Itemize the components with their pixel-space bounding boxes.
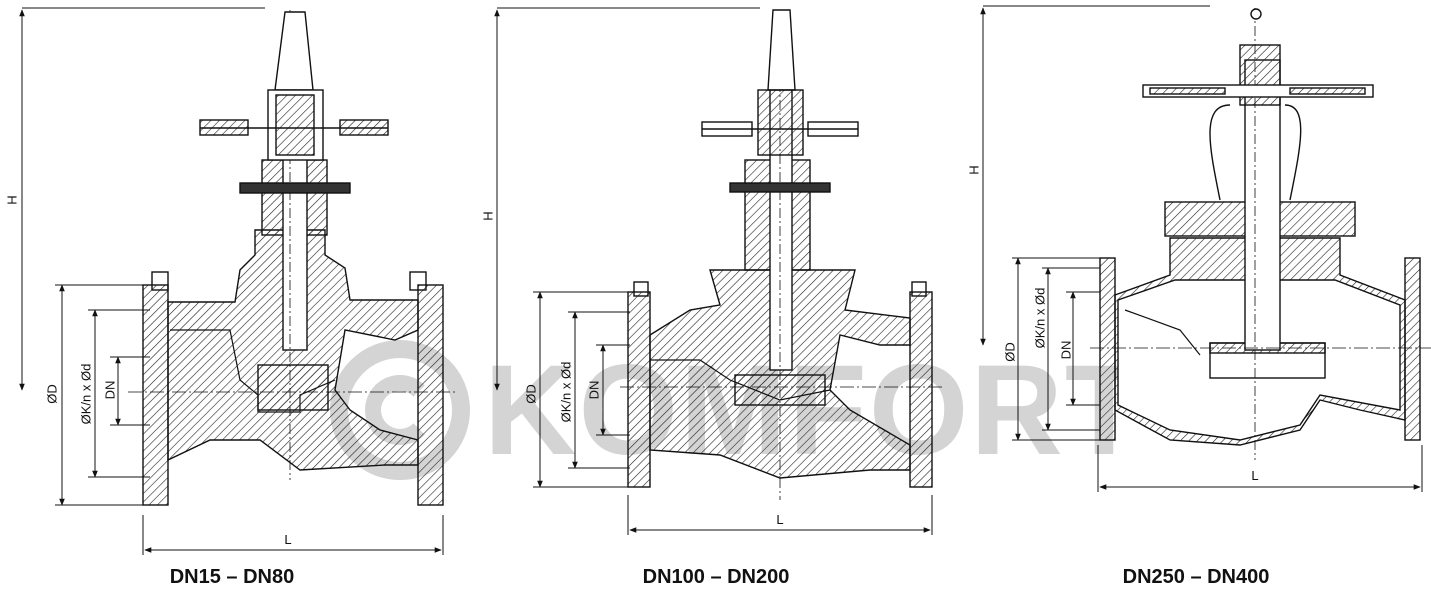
label-bolt-circle-v3: ØK/n x Ød (1032, 287, 1048, 349)
label-bolt-circle-v2: ØK/n x Ød (558, 361, 574, 423)
label-outer-diameter-v2: ØD (523, 384, 539, 404)
label-length-v1: L (284, 532, 292, 547)
valve-drawing-dn15-dn80 (19, 7, 455, 555)
label-length-v3: L (1251, 468, 1259, 483)
label-length-v2: L (776, 512, 784, 527)
label-height-v1: H (4, 195, 20, 205)
label-height-v2: H (480, 211, 496, 221)
label-nominal-diameter-v1: DN (102, 380, 118, 400)
caption-dn15-dn80: DN15 – DN80 (169, 566, 295, 588)
label-nominal-diameter-v2: DN (586, 380, 602, 400)
label-bolt-circle-v1: ØK/n x Ød (78, 363, 94, 425)
label-nominal-diameter-v3: DN (1058, 340, 1074, 360)
label-height-v3: H (966, 165, 982, 175)
caption-dn100-dn200: DN100 – DN200 (642, 566, 790, 588)
valve-drawing-dn250-dn400 (980, 5, 1431, 492)
caption-dn250-dn400: DN250 – DN400 (1122, 566, 1270, 588)
label-outer-diameter-v3: ØD (1002, 342, 1018, 362)
label-outer-diameter-v1: ØD (44, 384, 60, 404)
valve-drawing-dn100-dn200 (494, 7, 945, 535)
